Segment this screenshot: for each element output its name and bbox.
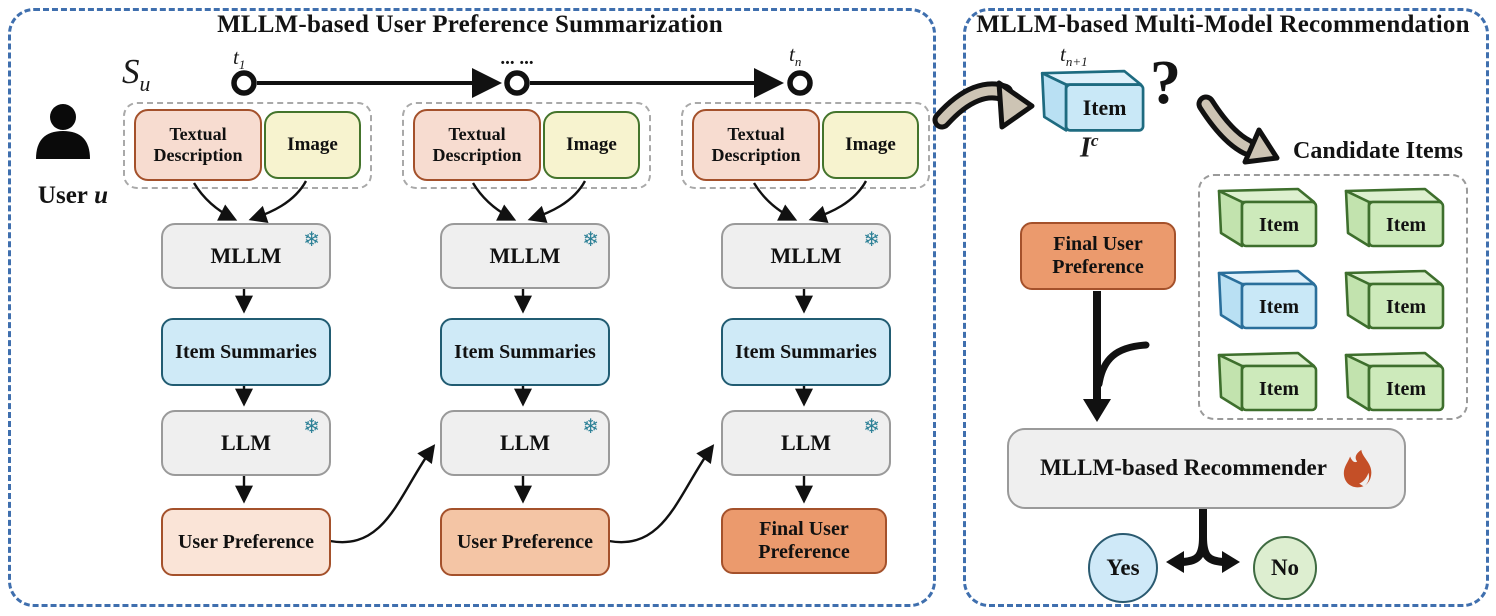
left-panel-title: MLLM-based User Preference Summarization: [217, 11, 723, 38]
right-panel-frame: [963, 8, 1489, 607]
right-panel-title: MLLM-based Multi-Model Recommendation: [976, 11, 1470, 38]
user-preference-box-2: User Preference: [440, 508, 610, 576]
snowflake-icon: ❄: [863, 227, 880, 251]
item-summaries-box-2: Item Summaries: [440, 318, 610, 386]
candidate-items-title: Candidate Items: [1292, 138, 1463, 164]
timeline-node-mid: [504, 70, 530, 96]
item-input-group-3: [681, 102, 930, 189]
mllm-label: MLLM: [210, 243, 282, 269]
item-set-var-label: Ic: [1080, 131, 1099, 164]
svg-text:Item: Item: [1259, 296, 1299, 318]
question-mark: ?: [1150, 49, 1181, 117]
timeline-ellipsis: ... ...: [500, 48, 534, 69]
svg-text:Item: Item: [1386, 378, 1426, 400]
mllm-label: MLLM: [770, 243, 842, 269]
candidate-cube-grid: Item Item Item Item: [1217, 187, 1445, 412]
final-user-preference-box-left: Final User Preference: [721, 508, 887, 574]
chain-arrow-1: [329, 444, 436, 544]
mllm-box-2: MLLM ❄: [440, 223, 610, 289]
item-input-group-2: [402, 102, 651, 189]
textual-description-box-1: Textual Description: [134, 109, 262, 181]
candidates-arrow-icon: [1196, 94, 1280, 165]
item-summaries-box-3: Item Summaries: [721, 318, 891, 386]
item-summaries-box-1: Item Summaries: [161, 318, 331, 386]
left-panel-frame: [8, 8, 936, 607]
timeline-node-t1: [231, 70, 257, 96]
svg-text:Item: Item: [1386, 214, 1426, 236]
user-preference-box-1: User Preference: [161, 508, 331, 576]
image-box-3: Image: [822, 111, 919, 179]
snowflake-icon: ❄: [582, 414, 599, 438]
llm-label: LLM: [499, 430, 551, 456]
mllm-recommender-box: MLLM-based Recommender: [1007, 428, 1406, 509]
chain-arrow-2: [608, 444, 715, 544]
image-box-1: Image: [264, 111, 361, 179]
user-label: User u: [37, 182, 109, 209]
timeline: [231, 68, 813, 98]
mllm-label: MLLM: [489, 243, 561, 269]
yes-circle: Yes: [1088, 533, 1158, 603]
mllm-box-3: MLLM ❄: [721, 223, 891, 289]
mllm-box-1: MLLM ❄: [161, 223, 331, 289]
textual-description-box-2: Textual Description: [413, 109, 541, 181]
image-box-2: Image: [543, 111, 640, 179]
timeline-t1-label: t1: [233, 45, 246, 73]
textual-description-box-3: Textual Description: [692, 109, 820, 181]
recommender-input-arrow: [1083, 291, 1150, 422]
candidate-items-container: [1198, 174, 1468, 420]
query-item-cube: Item: [1040, 69, 1145, 132]
llm-label: LLM: [780, 430, 832, 456]
svg-text:Item: Item: [1259, 214, 1299, 236]
no-circle: No: [1253, 536, 1317, 600]
snowflake-icon: ❄: [582, 227, 599, 251]
sequence-var-label: Su: [122, 52, 151, 96]
llm-box-2: LLM ❄: [440, 410, 610, 476]
svg-text:Item: Item: [1259, 378, 1299, 400]
person-icon: [36, 104, 90, 159]
svg-text:Item: Item: [1386, 296, 1426, 318]
flame-icon: [1343, 449, 1372, 487]
item-input-group-1: [123, 102, 372, 189]
timeline-tn-label: tn: [789, 42, 802, 70]
timeline-node-tn: [787, 70, 813, 96]
snowflake-icon: ❄: [303, 227, 320, 251]
handoff-arrow-icon: [932, 80, 1035, 130]
llm-box-1: LLM ❄: [161, 410, 331, 476]
timeline-tn1-label: tn+1: [1060, 42, 1088, 70]
item-cube-label: Item: [1083, 96, 1127, 120]
llm-label: LLM: [220, 430, 272, 456]
llm-box-3: LLM ❄: [721, 410, 891, 476]
final-user-preference-box-right: Final User Preference: [1020, 222, 1176, 290]
candidate-cube-blue: Item: [1217, 269, 1318, 330]
snowflake-icon: ❄: [863, 414, 880, 438]
decision-fork: [1166, 507, 1240, 573]
recommender-label: MLLM-based Recommender: [1040, 455, 1327, 481]
snowflake-icon: ❄: [303, 414, 320, 438]
